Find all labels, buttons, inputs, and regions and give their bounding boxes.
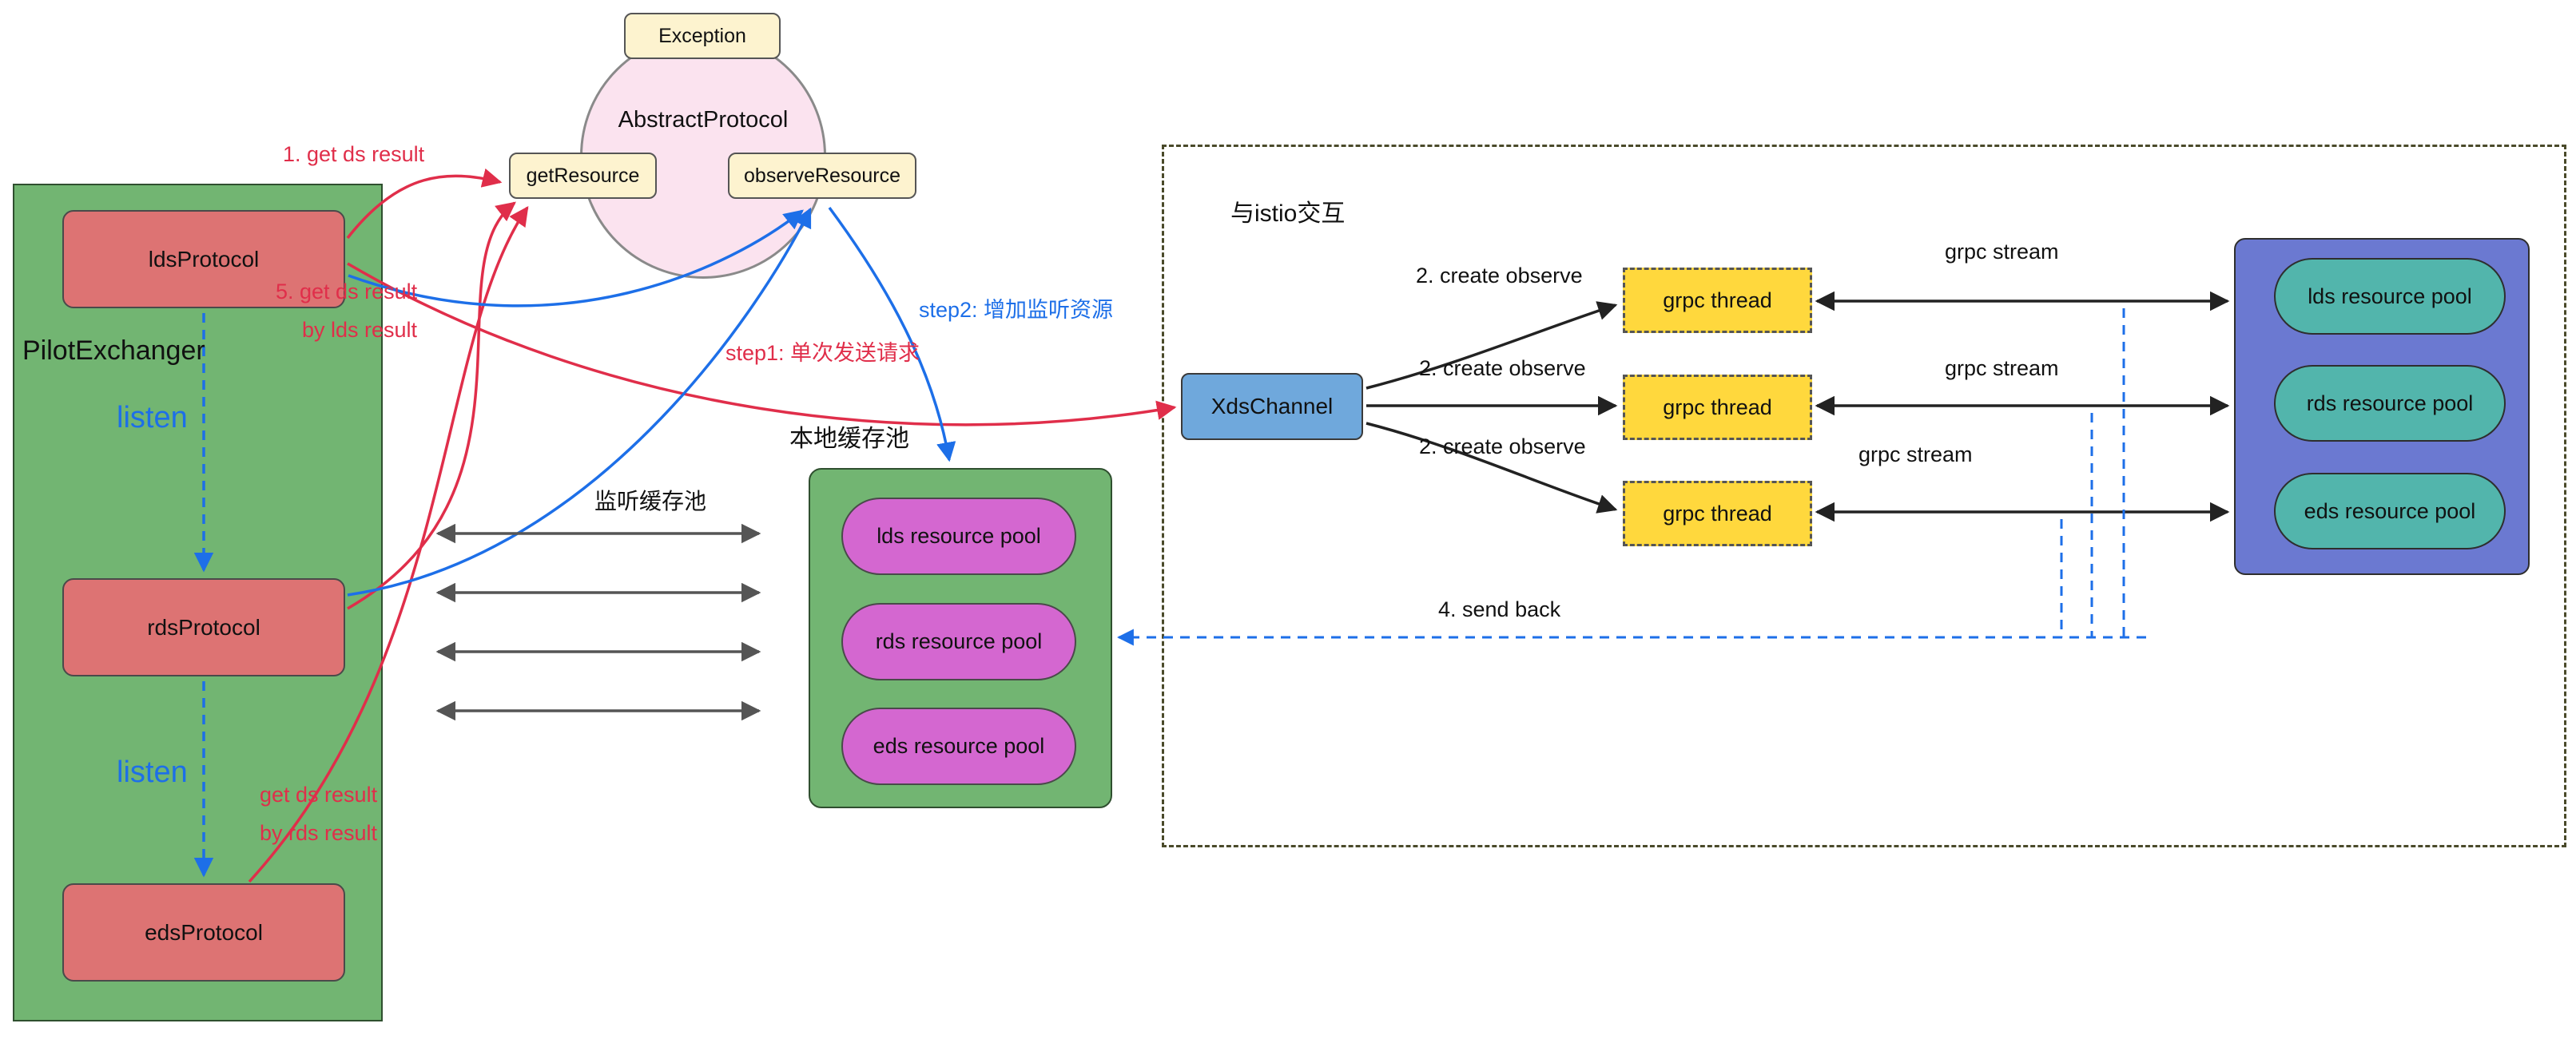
- local-eds-resource-pool: eds resource pool: [841, 708, 1076, 785]
- istio-eds-resource-pool-label: eds resource pool: [2304, 498, 2476, 523]
- grpc-thread-node-2: grpc thread: [1623, 375, 1812, 440]
- istio-rds-resource-pool-label: rds resource pool: [2306, 391, 2474, 415]
- create-observe-label-3: 2. create observe: [1419, 434, 1586, 458]
- local-cache-title: 本地缓存池: [789, 426, 909, 452]
- annotation-get-ds-by-rds-line2: by rds result: [260, 821, 378, 845]
- grpc-thread-label-3: grpc thread: [1663, 501, 1772, 526]
- grpc-stream-label-1: grpc stream: [1945, 240, 2059, 264]
- annotation-step2: step2: 增加监听资源: [919, 298, 1114, 322]
- observe-resource-node: observeResource: [728, 153, 916, 199]
- grpc-thread-label-1: grpc thread: [1663, 288, 1772, 312]
- grpc-thread-node-3: grpc thread: [1623, 481, 1812, 546]
- grpc-thread-label-2: grpc thread: [1663, 395, 1772, 419]
- annotation-step1: step1: 单次发送请求: [725, 341, 920, 365]
- local-lds-resource-pool-label: lds resource pool: [877, 524, 1041, 548]
- istio-lds-resource-pool: lds resource pool: [2274, 258, 2506, 335]
- istio-rds-resource-pool: rds resource pool: [2274, 365, 2506, 442]
- istio-lds-resource-pool-label: lds resource pool: [2308, 284, 2472, 308]
- get-resource-label: getResource: [526, 164, 640, 187]
- listen-label-2: listen: [117, 756, 188, 789]
- abstract-protocol-title: AbstractProtocol: [618, 107, 789, 133]
- istio-title: 与istio交互: [1230, 200, 1346, 227]
- annotation-get-ds-result-5-line1: 5. get ds result: [276, 280, 418, 303]
- listen-label-1: listen: [117, 401, 188, 434]
- observe-resource-label: observeResource: [744, 164, 900, 187]
- create-observe-label-1: 2. create observe: [1416, 264, 1583, 288]
- eds-protocol-node: edsProtocol: [62, 883, 345, 982]
- xds-channel-node: XdsChannel: [1181, 373, 1363, 440]
- grpc-thread-node-1: grpc thread: [1623, 268, 1812, 333]
- xds-channel-label: XdsChannel: [1210, 394, 1334, 418]
- annotation-get-ds-result-1: 1. get ds result: [283, 142, 425, 166]
- istio-eds-resource-pool: eds resource pool: [2274, 473, 2506, 549]
- grpc-stream-label-3: grpc stream: [1858, 442, 1973, 466]
- annotation-listen-cache-pool: 监听缓存池: [594, 489, 707, 514]
- local-rds-resource-pool: rds resource pool: [841, 603, 1076, 680]
- lds-protocol-label: ldsProtocol: [148, 246, 260, 272]
- eds-protocol-label: edsProtocol: [145, 919, 263, 945]
- local-eds-resource-pool-label: eds resource pool: [873, 734, 1045, 758]
- annotation-get-ds-by-rds-line1: get ds result: [260, 783, 378, 807]
- pilot-exchanger-title: PilotExchanger: [22, 335, 205, 366]
- rds-protocol-label: rdsProtocol: [147, 614, 260, 640]
- annotation-send-back: 4. send back: [1438, 597, 1561, 621]
- local-rds-resource-pool-label: rds resource pool: [875, 629, 1043, 653]
- annotation-get-ds-result-5-line2: by lds result: [302, 318, 418, 342]
- local-lds-resource-pool: lds resource pool: [841, 498, 1076, 575]
- create-observe-label-2: 2. create observe: [1419, 356, 1586, 380]
- grpc-stream-label-2: grpc stream: [1945, 356, 2059, 380]
- rds-protocol-node: rdsProtocol: [62, 578, 345, 676]
- get-resource-node: getResource: [509, 153, 657, 199]
- exception-label: Exception: [658, 24, 746, 47]
- exception-node: Exception: [624, 13, 781, 59]
